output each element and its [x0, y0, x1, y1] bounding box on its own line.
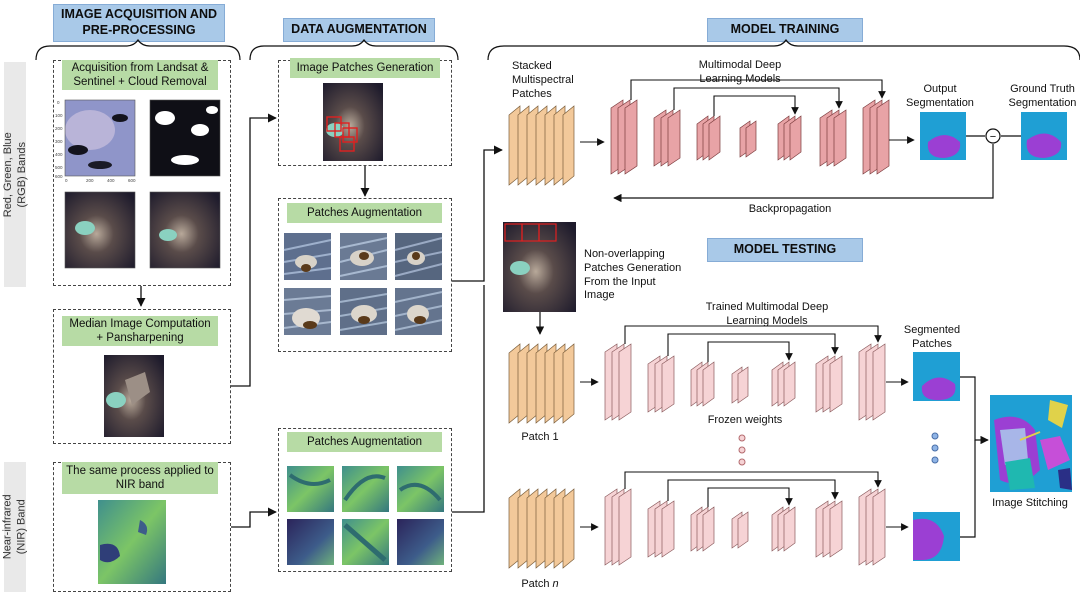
step-nir-process: The same process applied to NIR band — [62, 462, 218, 494]
segmented-patch-1 — [913, 352, 960, 401]
step-patch-aug-rgb: Patches Augmentation — [287, 203, 442, 223]
tick-y-300: 300 — [55, 139, 63, 144]
step-median: Median Image Computation + Pansharpening — [62, 316, 218, 346]
brace-augmentation — [249, 38, 459, 61]
stitching-arrows — [960, 376, 989, 538]
tick-y-500: 500 — [55, 165, 63, 170]
patchn-prefix: Patch — [521, 578, 553, 590]
testing-network-n — [604, 488, 886, 566]
stitching-label: Image Stitching — [992, 497, 1068, 509]
segmented-patch-n — [913, 512, 960, 561]
ellipsis-dots-segments — [931, 432, 939, 464]
brace-acquisition — [35, 38, 241, 61]
patch-aug-rgb-box — [278, 198, 452, 352]
plot-tick-labels: 0 200 400 600 0 100 200 300 400 500 600 — [55, 100, 136, 183]
header-testing: MODEL TESTING — [707, 238, 863, 262]
patch-aug-nir-box — [278, 428, 452, 572]
output-seg-image — [920, 112, 966, 160]
tick-y-100: 100 — [55, 113, 63, 118]
side-label-nir: Near-infrared (NIR) Band — [1, 462, 27, 592]
loss-node: − — [985, 128, 1001, 144]
header-augmentation: DATA AUGMENTATION — [283, 18, 435, 42]
stack-patchn — [508, 488, 575, 569]
tick-x-0: 0 — [65, 178, 68, 183]
header-training: MODEL TRAINING — [707, 18, 863, 42]
tick-y-200: 200 — [55, 126, 63, 131]
patchn-italic: n — [552, 578, 559, 590]
sentinel-plot — [149, 191, 221, 269]
rgb-patch-grid — [283, 233, 443, 335]
stitched-image — [990, 395, 1072, 492]
tick-x-600: 600 — [128, 178, 136, 183]
median-image — [104, 355, 164, 437]
landsat-plot-1 — [64, 99, 136, 177]
tick-x-200: 200 — [86, 178, 94, 183]
step-acquisition: Acquisition from Landsat & Sentinel + Cl… — [62, 60, 218, 90]
frozen-label: Frozen weights — [707, 414, 783, 426]
stacked-label: Stacked Multispectral Patches — [512, 60, 574, 100]
patch-gen-image — [323, 83, 383, 161]
stack-patch1 — [508, 343, 575, 424]
brace-training — [487, 38, 1080, 61]
landsat-plot-2 — [64, 191, 136, 269]
testing-input-image — [503, 222, 576, 312]
stack-training — [508, 105, 575, 186]
backprop-arrows — [613, 135, 1021, 203]
nir-patch-grid — [287, 466, 444, 565]
cloud-mask-plot — [149, 99, 221, 177]
patchn-label: Patch n — [505, 578, 575, 592]
models-label: Multimodal Deep Learning Models — [698, 59, 782, 85]
training-network — [610, 99, 890, 175]
testing-network-1 — [604, 343, 886, 421]
flow-arrows-left — [136, 113, 503, 528]
tick-y-400: 400 — [55, 152, 63, 157]
step-patch-gen: Image Patches Generation — [290, 58, 440, 78]
testing-skips-1 — [580, 325, 909, 386]
tick-x-400: 400 — [107, 178, 115, 183]
training-skip-connections — [580, 79, 915, 146]
ellipsis-dots-network — [738, 434, 746, 466]
trained-models-label: Trained Multimodal Deep Learning Models — [705, 301, 829, 327]
testing-skips-n — [580, 471, 909, 531]
side-label-rgb: Red, Green, Blue (RGB) Bands — [1, 62, 27, 287]
backprop-label: Backpropagation — [748, 203, 832, 215]
nir-image — [98, 500, 166, 584]
output-seg-label: Output Segmentation — [906, 83, 974, 109]
ground-truth-image — [1021, 112, 1067, 160]
segmented-label: Segmented Patches — [903, 324, 961, 350]
tick-y-600: 600 — [55, 174, 63, 179]
patch1-label: Patch 1 — [521, 431, 559, 443]
header-acquisition: IMAGE ACQUISITION AND PRE-PROCESSING — [53, 4, 225, 42]
tick-y-0: 0 — [57, 100, 60, 105]
loss-minus: − — [990, 131, 996, 143]
non-overlap-label: Non-overlapping Patches Generation From … — [584, 248, 682, 302]
median-box — [53, 309, 231, 444]
ground-truth-label: Ground Truth Segmentation — [1008, 83, 1077, 109]
step-patch-aug-nir: Patches Augmentation — [287, 432, 442, 452]
